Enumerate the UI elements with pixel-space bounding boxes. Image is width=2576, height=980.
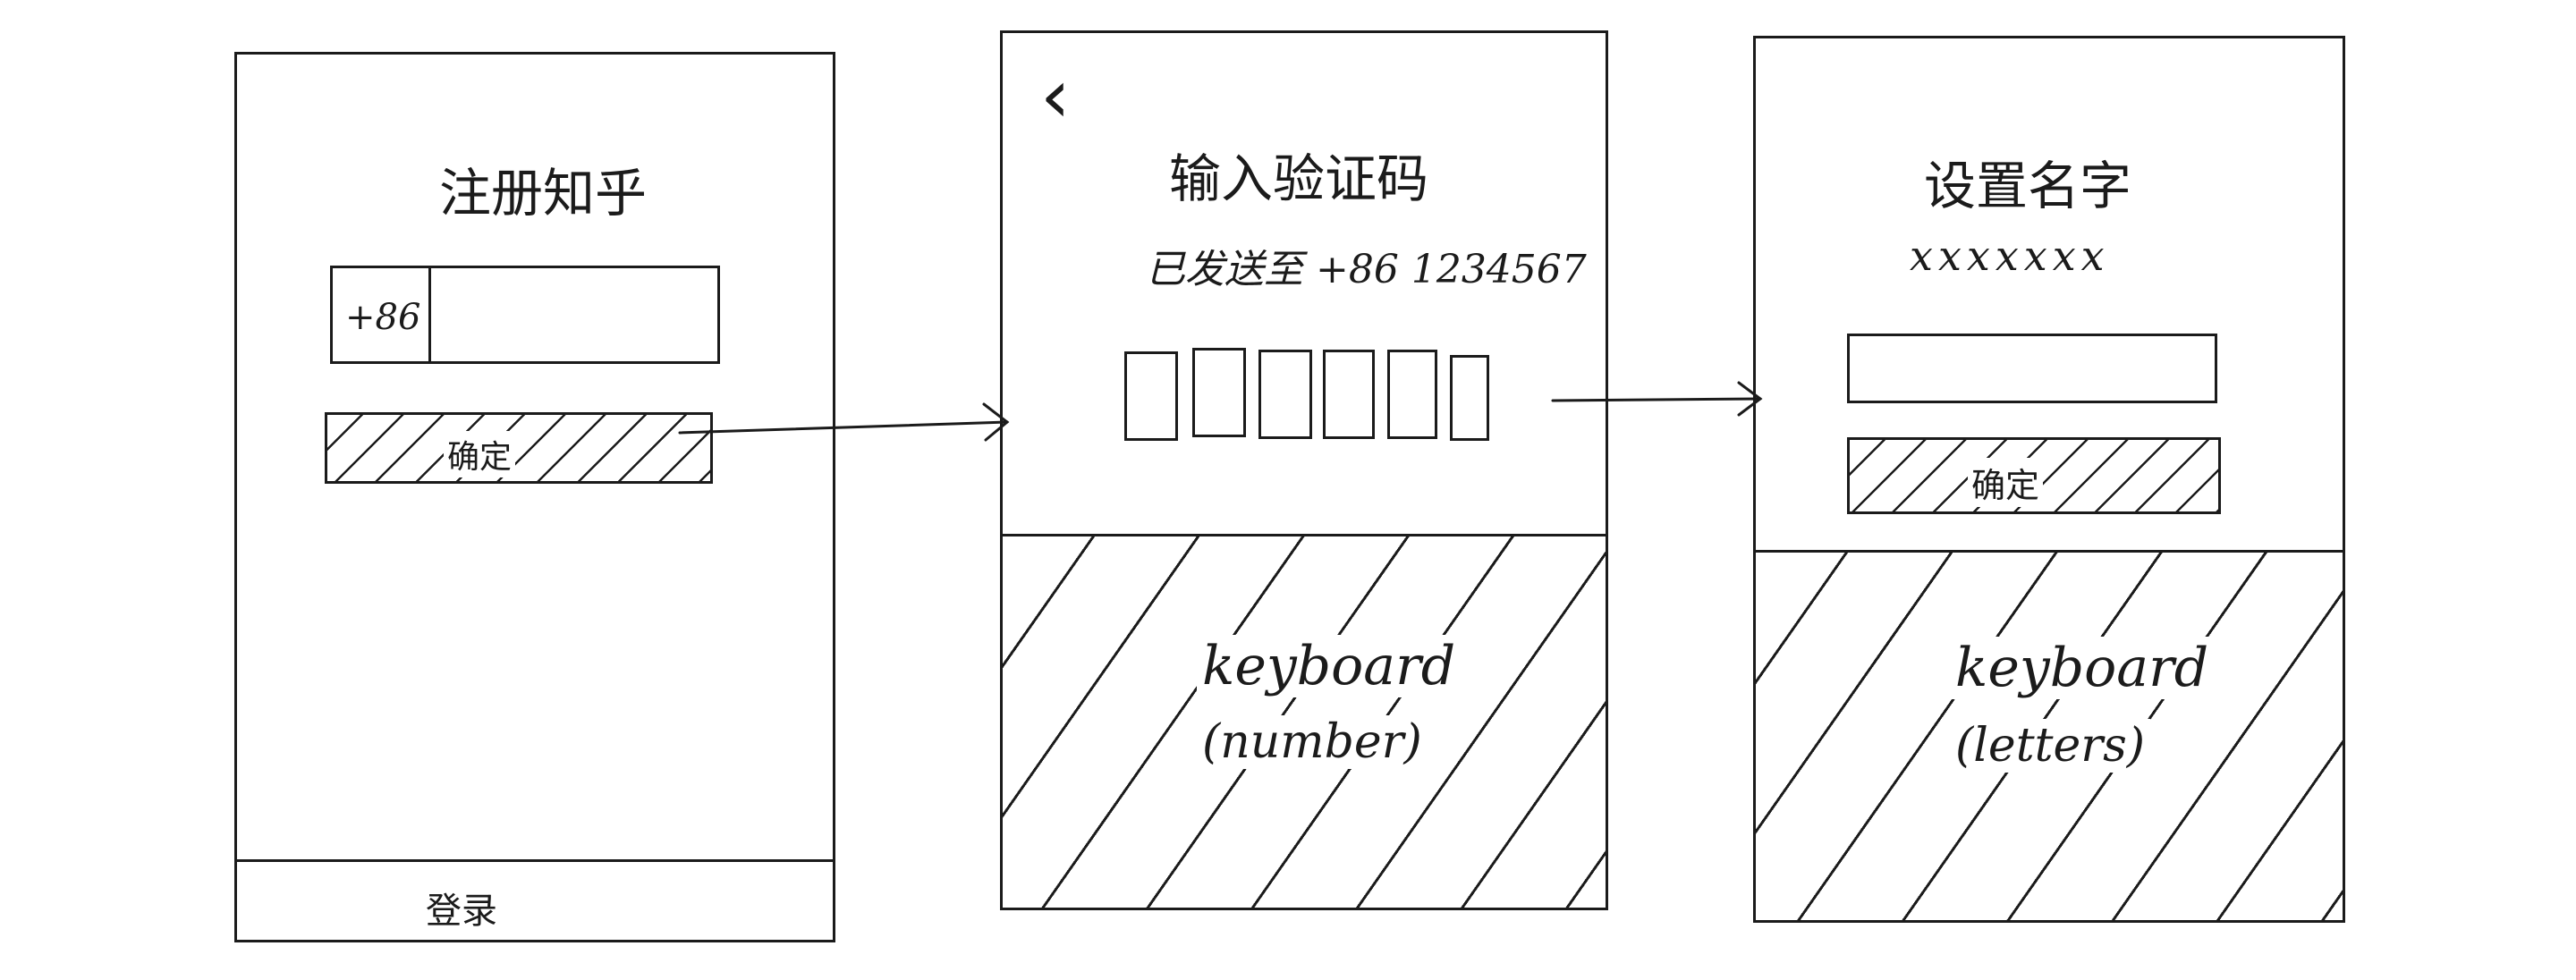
confirm-button[interactable]: 确定 [325, 412, 713, 484]
name-input[interactable] [1847, 334, 2217, 403]
name-placeholder-text: xxxxxxx [1910, 232, 2110, 280]
phone-field[interactable]: +86 [330, 266, 720, 364]
screen-verify-code: ‹ 输入验证码 已发送至 +86 1234567 keyboard (numbe… [1000, 30, 1608, 910]
code-box[interactable] [1192, 348, 1246, 437]
code-input-group[interactable] [1124, 346, 1536, 444]
code-box[interactable] [1258, 350, 1312, 439]
page-title: 注册知乎 [439, 163, 648, 224]
login-footer-button[interactable]: 登录 [234, 859, 835, 940]
keyboard-label: keyboard [1950, 637, 2215, 699]
keyboard-type-label: (letters) [1950, 719, 2151, 773]
page-title: 设置名字 [1924, 156, 2132, 216]
confirm-button-label: 确定 [1968, 458, 2044, 507]
login-label: 登录 [426, 891, 497, 932]
number-keyboard[interactable]: keyboard (number) [1000, 534, 1608, 908]
keyboard-label: keyboard [1197, 635, 1462, 697]
screen-register: 注册知乎 +86 确定 登录 [234, 52, 835, 942]
confirm-button-label: 确定 [444, 431, 516, 477]
keyboard-type-label: (number) [1197, 715, 1428, 769]
page-title: 输入验证码 [1169, 148, 1429, 209]
code-box[interactable] [1323, 350, 1375, 439]
country-code-selector[interactable]: +86 [333, 268, 431, 361]
confirm-button[interactable]: 确定 [1847, 437, 2221, 514]
screen-set-name: 设置名字 xxxxxxx 确定 keyboard (letters) [1753, 36, 2345, 923]
code-box[interactable] [1450, 355, 1489, 441]
code-box[interactable] [1387, 350, 1437, 439]
sent-to-text: 已发送至 +86 1234567 [1146, 247, 1587, 292]
letter-keyboard[interactable]: keyboard (letters) [1753, 550, 2345, 920]
chevron-left-icon[interactable]: ‹ [1040, 52, 1071, 139]
country-code-label: +86 [345, 297, 421, 338]
code-box[interactable] [1124, 351, 1178, 441]
